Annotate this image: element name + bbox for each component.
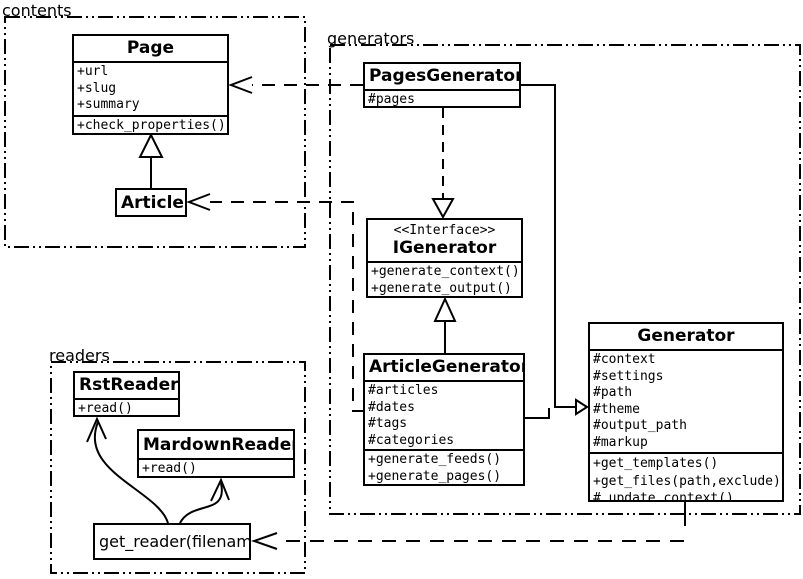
- class-attribute: #markup: [593, 434, 648, 450]
- class-box-rstreader: RstReader +read(): [73, 371, 180, 417]
- get-reader-label: get_reader(filename): [99, 532, 251, 551]
- page-attributes: +url +slug +summary: [74, 63, 227, 117]
- dependency-articlegenerator-to-article: [186, 193, 365, 412]
- package-border-readers: [50, 361, 306, 574]
- inheritance-articlegenerator-to-generator: [525, 408, 550, 419]
- class-attribute: #pages: [368, 92, 415, 107]
- class-method: +generate_output(): [371, 280, 512, 296]
- class-box-article: Article: [115, 188, 187, 217]
- class-method: +check_properties(): [77, 118, 226, 133]
- class-method: +generate_feeds(): [368, 452, 502, 467]
- articlegenerator-methods: +generate_feeds() +generate_pages(): [365, 451, 523, 484]
- class-method: +read(): [142, 461, 197, 476]
- dependency-generator-to-getreader: [250, 502, 686, 550]
- igenerator-methods: +generate_context() +generate_output(): [368, 263, 521, 296]
- package-border-generators: [329, 44, 801, 515]
- class-title-igenerator: IGenerator: [368, 238, 521, 263]
- class-method: +generate_context(): [371, 264, 520, 279]
- class-method: +generate_pages(): [368, 468, 502, 484]
- class-attribute: #tags: [368, 416, 408, 431]
- class-attribute: #theme: [593, 401, 640, 417]
- box-get-reader: get_reader(filename): [93, 523, 251, 560]
- inheritance-articlegenerator-to-igenerator: [433, 296, 457, 353]
- class-attribute: #dates: [368, 399, 415, 415]
- package-border-contents: [4, 16, 306, 248]
- class-method: +read(): [78, 401, 133, 416]
- class-title-generator: Generator: [590, 324, 782, 351]
- class-box-mardownreader: MardownReader +read(): [137, 429, 295, 478]
- class-box-page: Page +url +slug +summary +check_properti…: [72, 34, 229, 135]
- class-title-articlegenerator: ArticleGenerator: [365, 355, 523, 382]
- dependency-pagesgenerator-to-page: [228, 76, 363, 94]
- realization-pagesgenerator-to-igenerator: [431, 108, 455, 220]
- class-title-mardownreader: MardownReader: [139, 431, 293, 460]
- generator-methods: +get_templates() +get_files(path,exclude…: [590, 454, 782, 502]
- class-title-page: Page: [74, 36, 227, 63]
- class-title-pagesgenerator: PagesGenerator: [365, 64, 519, 91]
- association-getreader-to-mardownreader: [179, 477, 230, 524]
- class-method: +get_templates(): [593, 456, 719, 471]
- class-method: +get_files(path,exclude): [593, 473, 781, 489]
- igenerator-stereotype: <<Interface>>: [393, 223, 496, 238]
- inheritance-pagesgenerator-to-generator: [521, 84, 589, 416]
- page-methods: +check_properties(): [74, 117, 227, 133]
- generator-attributes: #context #settings #path #theme #output_…: [590, 351, 782, 454]
- inheritance-article-to-page: [138, 132, 164, 188]
- class-attribute: +summary: [77, 97, 140, 112]
- class-box-pagesgenerator: PagesGenerator #pages: [363, 62, 521, 108]
- package-label-generators: generators: [327, 29, 415, 48]
- class-attribute: +url: [77, 64, 109, 79]
- class-box-igenerator: <<Interface>> IGenerator +generate_conte…: [366, 218, 523, 298]
- class-box-articlegenerator: ArticleGenerator #articles #dates #tags …: [363, 353, 525, 486]
- class-attribute: #output_path: [593, 418, 687, 433]
- articlegenerator-attributes: #articles #dates #tags #categories: [365, 382, 523, 451]
- class-title-article: Article: [121, 193, 184, 213]
- class-attribute: +slug: [77, 80, 117, 96]
- association-getreader-to-rstreader: [86, 416, 169, 524]
- class-title-rstreader: RstReader: [75, 373, 178, 400]
- class-attribute: #path: [593, 385, 633, 400]
- class-attribute: #context: [593, 352, 656, 367]
- class-method: #_update_context(): [593, 491, 734, 502]
- pagesgenerator-attributes: #pages: [365, 91, 519, 107]
- mardownreader-methods: +read(): [139, 460, 293, 476]
- package-label-contents: contents: [2, 1, 72, 20]
- class-attribute: #articles: [368, 383, 439, 398]
- rstreader-methods: +read(): [75, 400, 178, 416]
- class-box-generator: Generator #context #settings #path #them…: [588, 322, 784, 502]
- package-label-readers: readers: [49, 346, 110, 365]
- class-attribute: #categories: [368, 432, 455, 448]
- class-attribute: #settings: [593, 368, 664, 384]
